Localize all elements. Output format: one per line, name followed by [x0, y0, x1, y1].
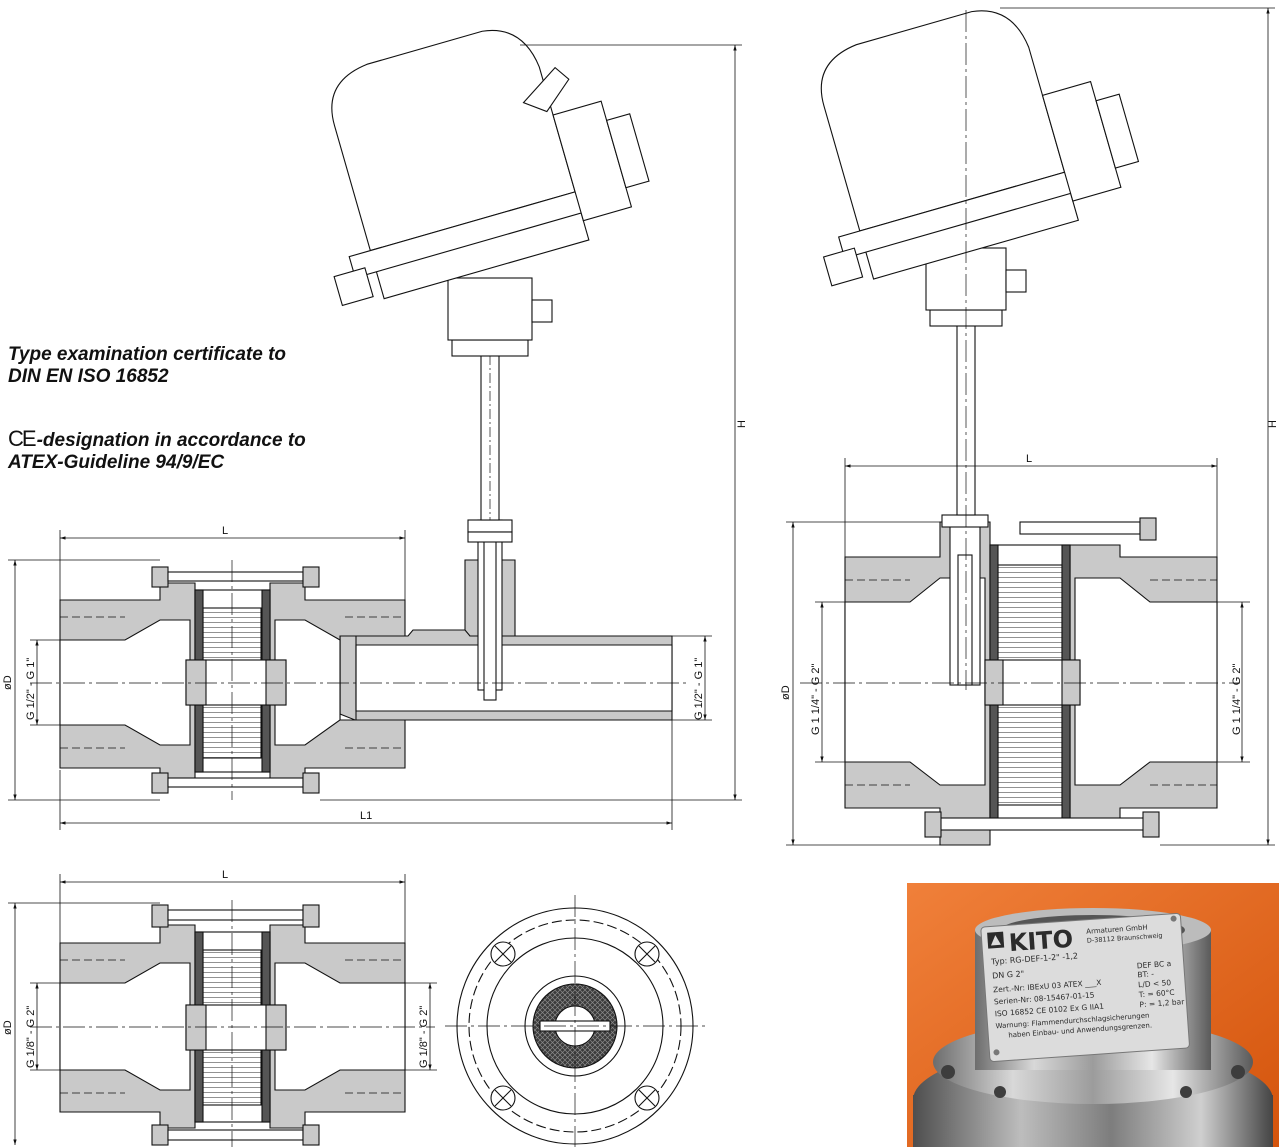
- nameplate: KITO Armaturen GmbH D-38112 Braunschweig…: [980, 912, 1190, 1063]
- nameplate-ld: L/D < 50: [1138, 978, 1172, 989]
- dim-H-right: H: [1267, 420, 1279, 428]
- nameplate-p: P: = 1,2 bar: [1139, 997, 1185, 1009]
- ce-designation-line1: CE-designation in accordance to: [8, 428, 306, 452]
- nameplate-dn: DN G 2": [992, 969, 1025, 980]
- ce-designation-note: CE-designation in accordance to ATEX-Gui…: [8, 428, 306, 474]
- dim-D-top-right: øD: [780, 685, 792, 700]
- side-view-with-sensor-large: [786, 7, 1275, 846]
- dim-L-bottom: L: [222, 869, 228, 881]
- dim-D-bottom: øD: [2, 1020, 14, 1035]
- certificate-note-line2: DIN EN ISO 16852: [8, 366, 169, 387]
- temperature-sensor: [331, 29, 650, 701]
- dim-L-top-left: L: [222, 525, 228, 537]
- certificate-note: Type examination certificate to DIN EN I…: [8, 344, 286, 388]
- end-view-bolts: [490, 941, 660, 1111]
- dim-thread-range-right: G 1/8" - G 2": [418, 1006, 430, 1068]
- product-photo: KITO Armaturen GmbH D-38112 Braunschweig…: [907, 883, 1279, 1147]
- dim-L-top-right: L: [1026, 453, 1032, 465]
- nameplate-def: DEF BC a: [1136, 959, 1171, 970]
- dim-H-left: H: [736, 420, 748, 428]
- ce-designation-line2: ATEX-Guideline 94/9/EC: [8, 452, 225, 473]
- dim-L1: L1: [360, 810, 372, 822]
- dim-thread-range-left: G 1/8" - G 2": [25, 1006, 37, 1068]
- dim-thread-small-right: G 1/2" - G 1": [693, 658, 705, 720]
- dim-D-top-left: øD: [2, 675, 14, 690]
- dim-thread-small-left: G 1/2" - G 1": [25, 658, 37, 720]
- tie-bolts: [151, 566, 320, 794]
- dim-thread-large-right: G 1 1/4" - G 2": [1231, 664, 1243, 735]
- nameplate-brand: KITO: [1008, 925, 1074, 957]
- ce-designation-text: -designation in accordance to: [36, 430, 306, 451]
- certificate-note-line1: Type examination certificate to: [8, 344, 287, 365]
- end-view: [445, 895, 705, 1147]
- side-view-plain: [8, 874, 437, 1147]
- nameplate-t: T: = 60°C: [1138, 988, 1175, 1000]
- side-view-with-sensor-horizontal: [8, 29, 742, 830]
- nameplate-bt: BT: -: [1137, 969, 1154, 979]
- ce-mark: CE: [8, 426, 37, 451]
- dim-thread-large-left: G 1 1/4" - G 2": [810, 664, 822, 735]
